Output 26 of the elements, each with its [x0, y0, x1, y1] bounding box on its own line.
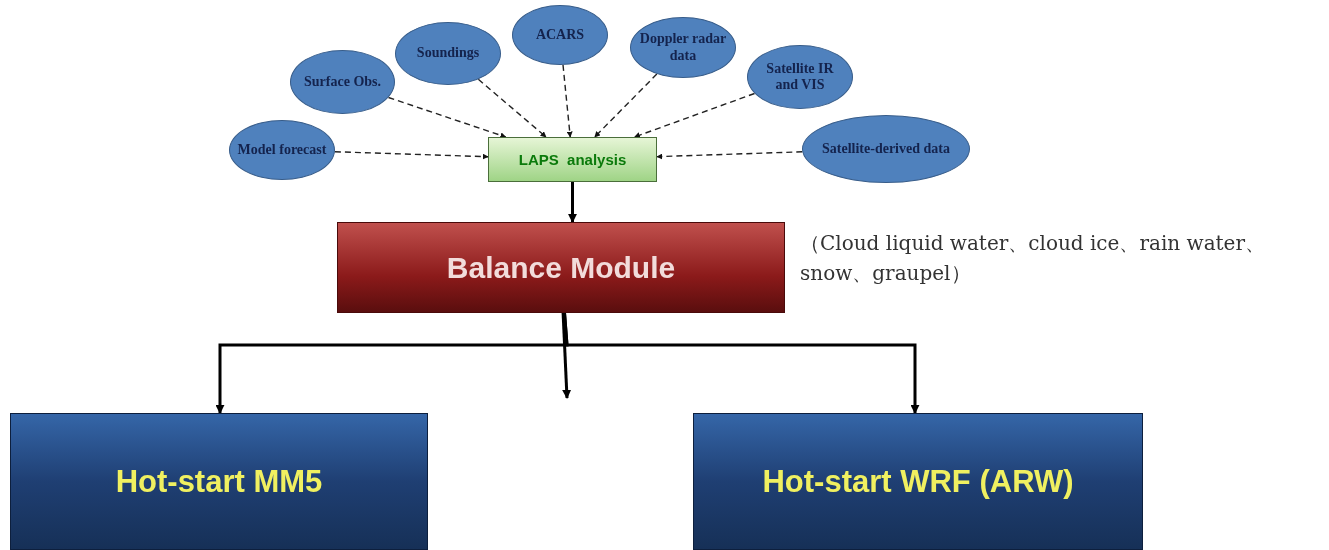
model-box: [693, 413, 1143, 550]
dashed-arrow: [334, 151, 489, 160]
dashed-arrow: [477, 78, 547, 138]
node-label: Hot-start MM5: [115, 463, 323, 500]
arrow: [568, 182, 577, 223]
dashed-arrow: [387, 96, 507, 139]
node-label: Satellite-derived data: [821, 140, 951, 158]
note-text: （Cloud liquid water、cloud ice、rain water、snow、graupel）: [800, 230, 1266, 287]
node-label: Doppler radar data: [638, 31, 728, 64]
node-label: Balance Module: [446, 250, 676, 285]
arrow: [563, 312, 920, 414]
node-label: Hot-start WRF (ARW): [762, 463, 1074, 500]
node-label: ACARS: [534, 26, 586, 44]
arrow: [561, 312, 572, 399]
dashed-arrow: [562, 64, 573, 138]
module-box: [337, 222, 785, 313]
node-label: Surface Obs.: [303, 73, 382, 91]
node-label: Soundings: [415, 45, 481, 62]
node-label: LAPS analysis: [518, 151, 627, 168]
node-label: Model forecast: [236, 141, 328, 159]
node-label: Satellite IR and VIS: [765, 60, 835, 94]
analysis-box: [488, 137, 657, 182]
model-box: [10, 413, 428, 550]
dashed-arrow: [656, 151, 803, 160]
dashed-arrow: [594, 73, 658, 138]
dashed-arrow: [633, 92, 756, 138]
